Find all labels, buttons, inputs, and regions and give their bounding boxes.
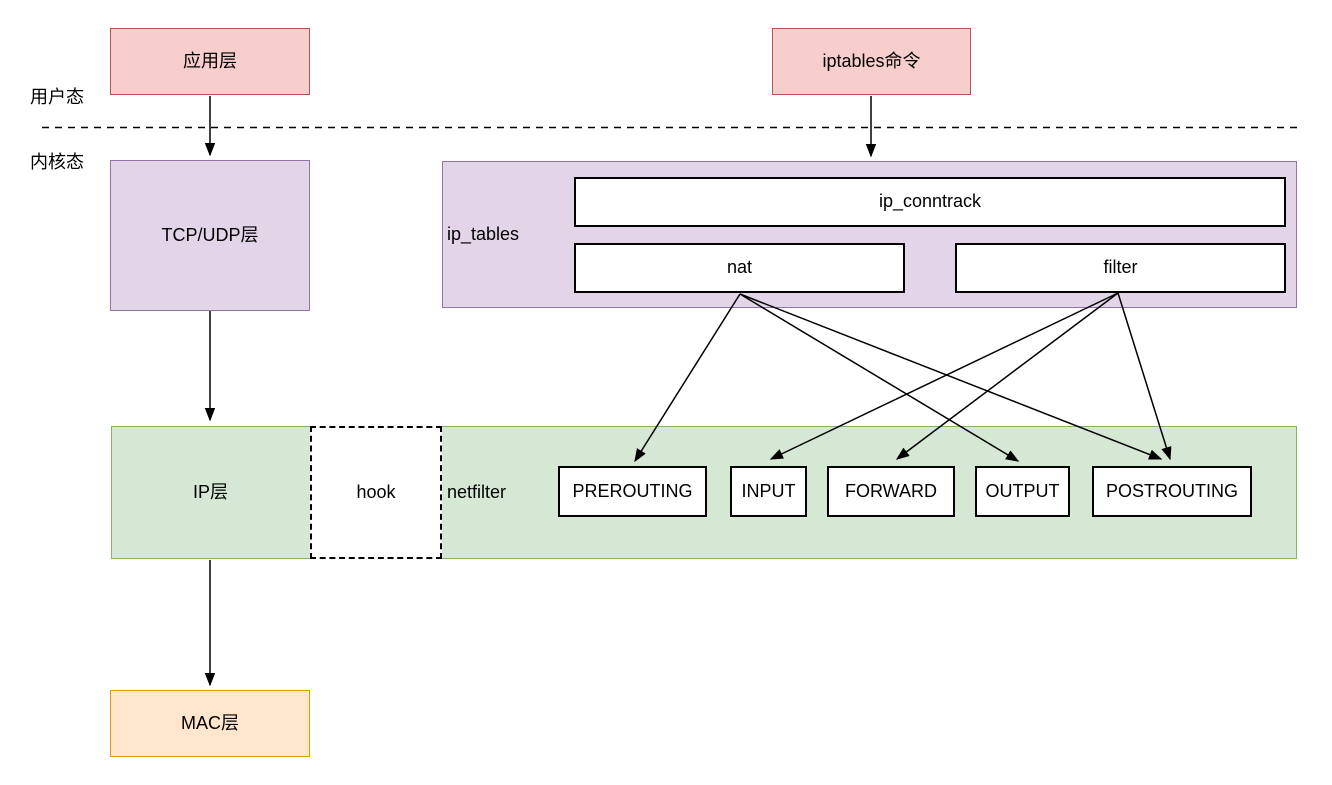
node-chain-prerouting-label: PREROUTING (572, 480, 693, 501)
node-chain-input: INPUT (730, 466, 807, 517)
node-ip-conntrack-label: ip_conntrack (878, 191, 982, 212)
node-mac-layer-label: MAC层 (181, 712, 239, 733)
node-tcp-udp-layer: TCP/UDP层 (110, 160, 310, 311)
node-chain-forward-label: FORWARD (845, 480, 937, 501)
node-app-layer: 应用层 (110, 28, 310, 95)
node-chain-output-label: OUTPUT (985, 480, 1060, 501)
node-filter-table: filter (955, 243, 1286, 293)
node-ip-layer: IP层 (111, 426, 310, 559)
node-hook: hook (310, 426, 442, 559)
node-nat-table-label: nat (726, 257, 753, 278)
node-chain-postrouting-label: POSTROUTING (1105, 480, 1238, 501)
node-ip-layer-label: IP层 (192, 481, 228, 502)
node-chain-prerouting: PREROUTING (558, 466, 707, 517)
user-mode-label: 用户态 (30, 87, 84, 107)
node-iptables-command: iptables命令 (772, 28, 971, 95)
node-chain-forward: FORWARD (827, 466, 955, 517)
container-ip-tables-label: ip_tables (447, 224, 520, 244)
node-filter-table-label: filter (1103, 257, 1138, 278)
node-ip-conntrack: ip_conntrack (574, 177, 1286, 227)
kernel-mode-label: 内核态 (30, 152, 84, 172)
node-chain-output: OUTPUT (975, 466, 1070, 517)
netfilter-label: netfilter (447, 482, 507, 502)
node-nat-table: nat (574, 243, 905, 293)
node-iptables-command-label: iptables命令 (822, 50, 921, 71)
node-chain-input-label: INPUT (741, 480, 796, 501)
node-hook-label: hook (356, 481, 396, 502)
node-app-layer-label: 应用层 (183, 50, 237, 71)
node-mac-layer: MAC层 (110, 690, 310, 757)
node-tcp-udp-layer-label: TCP/UDP层 (161, 224, 259, 245)
node-chain-postrouting: POSTROUTING (1092, 466, 1252, 517)
